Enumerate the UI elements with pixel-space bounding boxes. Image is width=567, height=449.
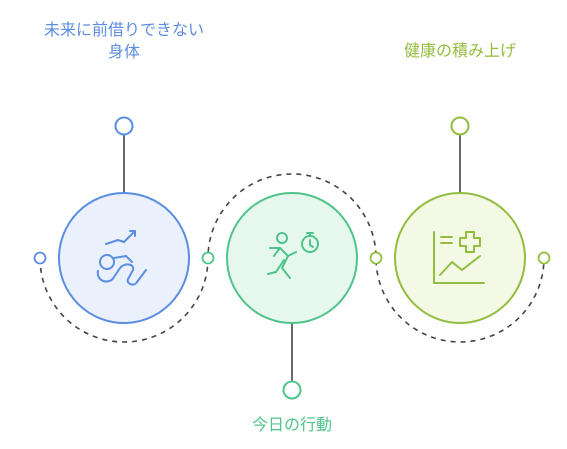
- connector-dot: [201, 251, 215, 265]
- stem-dot-left: [114, 116, 134, 136]
- step-label-2: 今日の行動: [251, 415, 332, 434]
- step-circle-1: [58, 192, 190, 324]
- step-circle-3: [394, 192, 526, 324]
- running-person-stopwatch-icon: [267, 232, 319, 279]
- step-label-1-line-2: 身体: [107, 42, 140, 61]
- connector-dot: [369, 251, 383, 265]
- running-person-trend-icon: [96, 230, 147, 286]
- step-label-3: 健康の積み上げ: [403, 41, 516, 60]
- step-label-1-line-1: 未来に前借りできない: [43, 20, 204, 39]
- dashed-connector: [39, 173, 545, 343]
- stem-dot-right: [450, 116, 470, 136]
- step-label-1: 未来に前借りできない 身体: [10, 19, 238, 63]
- connector-dot: [537, 251, 551, 265]
- stem-dot-center: [282, 380, 302, 400]
- health-chart-cross-icon: [433, 231, 485, 284]
- connector-dot: [33, 251, 47, 265]
- step-circle-2: [226, 192, 358, 324]
